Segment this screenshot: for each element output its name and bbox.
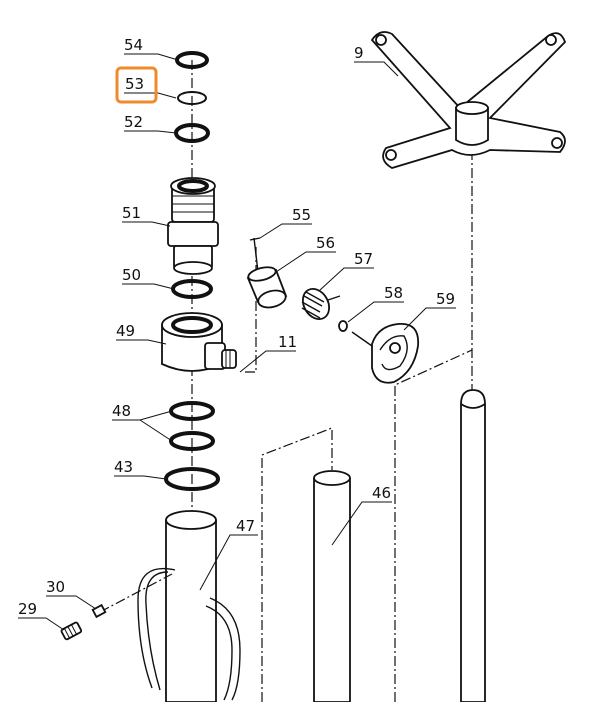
callout-46: 46: [372, 484, 391, 502]
callout-56: 56: [316, 234, 335, 252]
leader-29: [18, 617, 65, 631]
leader-50: [122, 283, 175, 290]
callout-57: 57: [354, 250, 373, 268]
leader-49: [116, 339, 167, 345]
leader-55: [259, 223, 312, 239]
part-53-ring: [177, 91, 207, 105]
callout-48: 48: [112, 402, 131, 420]
callout-9: 9: [354, 44, 364, 62]
callout-53: 53: [125, 75, 144, 93]
leader-56: [275, 251, 336, 273]
part-30-washer: [91, 603, 107, 619]
callout-30: 30: [46, 578, 65, 596]
leader-30: [46, 595, 97, 610]
hose-left-inner: [145, 571, 169, 691]
leader-51: [122, 221, 171, 227]
highlight-box: [115, 66, 158, 104]
leader-57: [319, 267, 374, 291]
leader-52: [124, 130, 177, 134]
callout-47: 47: [236, 517, 255, 535]
part-pole-right: [460, 389, 486, 702]
callout-59: 59: [436, 290, 455, 308]
leader-46: [331, 501, 392, 546]
leader-54: [124, 53, 179, 61]
callout-50: 50: [122, 266, 141, 284]
axis-line-tube46: [261, 427, 333, 702]
part-9-spider-bracket: [370, 31, 567, 169]
leader-48: [112, 410, 173, 442]
leader-59: [403, 307, 456, 331]
callout-58: 58: [384, 284, 403, 302]
callout-43: 43: [114, 458, 133, 476]
callout-52: 52: [124, 113, 143, 131]
part-29-nozzle: [60, 621, 83, 641]
callout-11: 11: [278, 333, 297, 351]
hose-right: [209, 597, 241, 701]
leader-9: [354, 61, 399, 77]
axis-line-11: [245, 245, 257, 373]
part-56-cylinder: [246, 266, 288, 309]
leader-58: [347, 301, 404, 323]
part-55-pin: [249, 237, 261, 273]
part-51-fitting: [167, 177, 219, 275]
leader-43: [114, 475, 167, 480]
part-49-body: [161, 312, 237, 372]
part-57-spring: [301, 288, 341, 320]
leader-47: [199, 534, 258, 591]
callout-29: 29: [18, 600, 37, 618]
callout-49: 49: [116, 322, 135, 340]
part-59-knob: [351, 323, 420, 384]
hose-left: [137, 568, 176, 689]
callout-55: 55: [292, 206, 311, 224]
callout-51: 51: [122, 204, 141, 222]
part-46-tube: [313, 470, 351, 702]
axis-line-pole: [394, 349, 473, 702]
callout-54: 54: [124, 36, 143, 54]
hose-right-inner: [205, 605, 233, 701]
part-48-ring-b: [169, 431, 215, 451]
leader-11: [239, 350, 296, 373]
axis-line-29-30: [99, 573, 173, 613]
leader-53: [124, 92, 177, 99]
part-58-washer: [338, 320, 348, 332]
